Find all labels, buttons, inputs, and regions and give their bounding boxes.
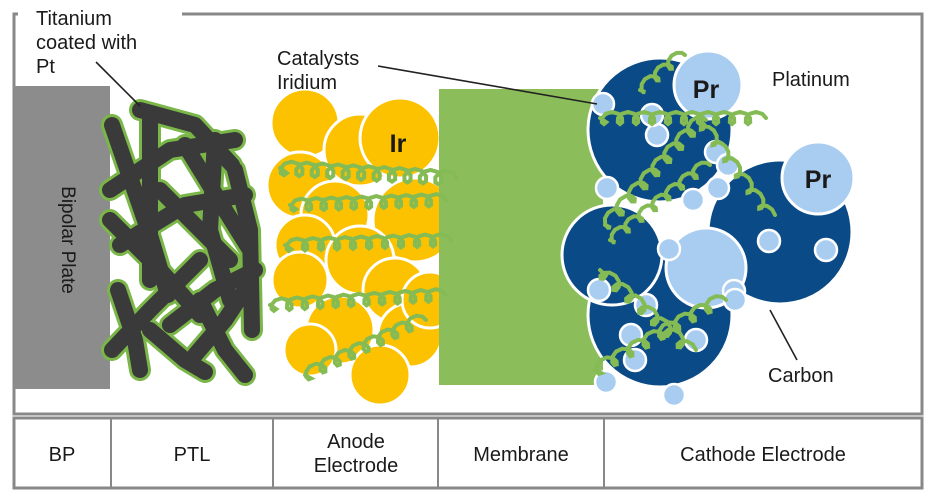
ionomer-strand: [602, 115, 708, 230]
bipolar-plate: [14, 86, 110, 389]
ptl-fiber: [104, 252, 208, 358]
ptl-fiber: [142, 322, 213, 380]
ptl-fiber: [162, 262, 263, 333]
iridium-particle: [348, 343, 412, 407]
ir-label: Ir: [390, 130, 407, 158]
platinum-label: Platinum: [772, 69, 850, 91]
iridium-particles: [265, 87, 460, 407]
catalysts-label: Catalysts Iridium: [277, 48, 365, 94]
diagram-frame: [12, 12, 924, 416]
platinum-nanoparticle: [593, 369, 619, 395]
carbon-leader: [769, 309, 798, 361]
titanium-leader: [95, 61, 141, 107]
ionomer-strand: [698, 118, 777, 217]
ionomer-strand: [638, 50, 687, 95]
ptl-fiber: [187, 282, 253, 363]
platinum-nanoparticle: [813, 237, 839, 263]
section-label: Cathode Electrode: [680, 444, 846, 466]
ionomer-strand: [303, 313, 428, 382]
platinum-particle: [780, 140, 856, 216]
ionomer-strand: [278, 159, 459, 187]
section-label: BP: [49, 444, 76, 466]
platinum-nanoparticle: [661, 382, 687, 408]
platinum-nanoparticle: [756, 228, 782, 254]
platinum-nanoparticle: [656, 236, 682, 262]
platinum-nanoparticle: [586, 277, 612, 303]
platinum-nanoparticle: [705, 175, 731, 201]
ptl-fiber: [110, 282, 148, 378]
ptl-fiber: [227, 162, 260, 338]
ptl-fibers: [99, 99, 266, 386]
pr-label-right: Pr: [805, 166, 832, 194]
ionomer-strand: [598, 109, 768, 127]
ionomer-strand: [288, 192, 448, 214]
ionomer-strand: [268, 287, 448, 314]
bipolar-plate-label: Bipolar Plate: [57, 186, 78, 294]
platinum-nanoparticle: [644, 122, 670, 148]
ionomer-strand: [608, 160, 712, 245]
platinum-nanoparticle: [680, 187, 706, 213]
titanium-label: Titanium coated with Pt: [36, 8, 143, 78]
platinum-nanoparticle: [594, 175, 620, 201]
ptl-fiber: [177, 137, 258, 258]
ionomer-strands: [268, 50, 777, 382]
pr-label-top: Pr: [693, 76, 720, 104]
section-label: Membrane: [473, 444, 569, 466]
catalyst-leader: [377, 65, 598, 105]
iridium-particle: [270, 250, 330, 310]
carbon-label: Carbon: [768, 365, 834, 387]
carbon-platinum-particles: [560, 49, 856, 408]
ionomer-strand: [283, 232, 453, 254]
ionomer-strand: [598, 268, 698, 352]
section-label: PTL: [174, 444, 211, 466]
ptl-fiber: [192, 292, 253, 383]
platinum-particle: [672, 49, 744, 121]
ptl-fiber: [152, 182, 238, 268]
